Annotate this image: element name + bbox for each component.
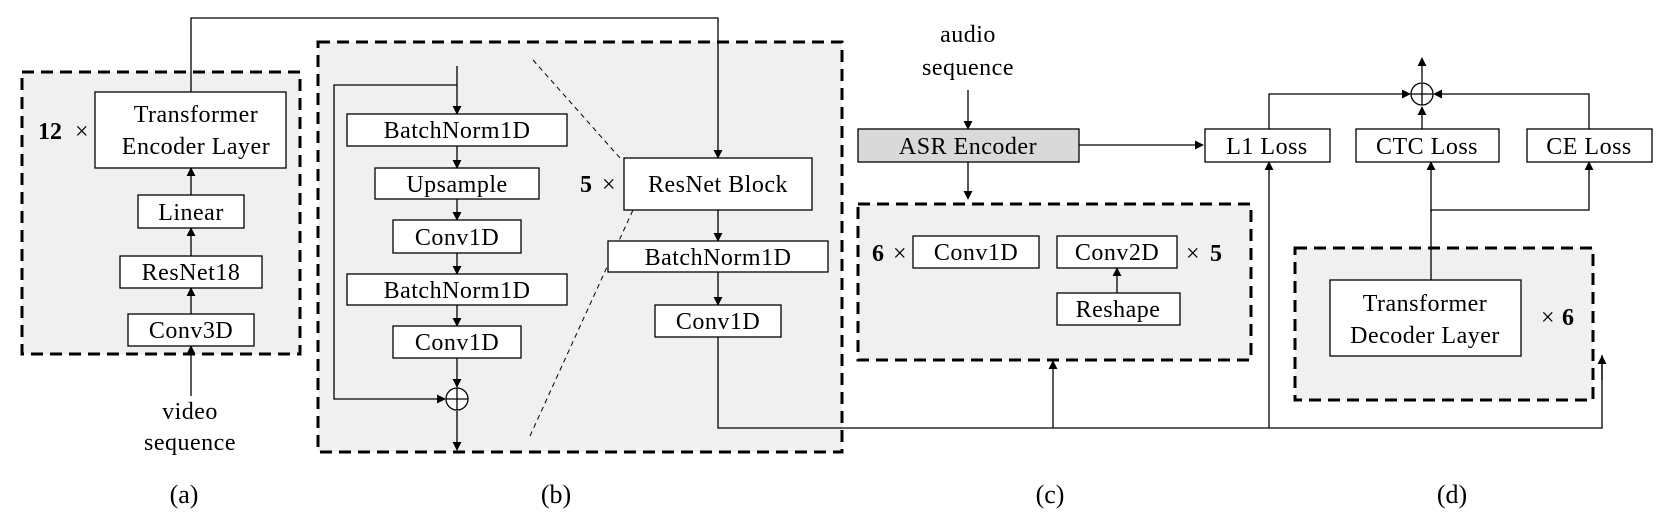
transformer-decoder-layer-box <box>1329 279 1522 357</box>
conv1d-box-2 <box>392 325 522 359</box>
asr-encoder-box <box>857 128 1080 163</box>
loss-sum-icon <box>1410 82 1434 106</box>
upsample-box <box>374 167 540 200</box>
ctc-loss-box <box>1355 128 1500 163</box>
panel-c-conv1d-box <box>912 235 1040 269</box>
batchnorm1d-box-1 <box>346 113 568 147</box>
arrow-ce-to-sum <box>1433 89 1590 129</box>
arrow-l1-to-sum <box>1268 89 1411 129</box>
video-input-label-line1: video <box>162 399 218 425</box>
asr-encoder-label: ASR Encoder <box>899 134 1037 160</box>
zoom-guide-top <box>532 59 621 159</box>
conv2d-label: Conv2D <box>1075 240 1159 266</box>
batchnorm1d-label-1: BatchNorm1D <box>384 118 531 144</box>
conv3d-box <box>127 313 255 347</box>
conv1d-repeat-count: 6 <box>872 241 884 267</box>
conv1d-label-1: Conv1D <box>415 225 499 251</box>
conv2d-box <box>1056 235 1178 269</box>
arrow-split-to-ce <box>1431 161 1594 211</box>
l1-loss-label: L1 Loss <box>1226 134 1308 160</box>
conv3d-label: Conv3D <box>149 318 233 344</box>
caption-b: (b) <box>541 480 571 509</box>
video-input-label-line2: sequence <box>144 430 236 456</box>
caption-d: (d) <box>1437 480 1467 509</box>
caption-a: (a) <box>170 480 199 509</box>
batchnorm1d-box-3 <box>607 240 829 273</box>
l1-loss-box <box>1204 128 1331 163</box>
visual-feature-bus <box>717 337 1603 429</box>
skip-connection <box>333 84 457 404</box>
resnet18-box <box>119 255 263 289</box>
transformer-encoder-layer-box <box>94 91 287 169</box>
decoder-repeat-count: 6 <box>1562 305 1574 331</box>
conv1d-times-sign: × <box>893 241 907 267</box>
linear-box <box>137 194 245 229</box>
conv1d-box-1 <box>392 219 522 254</box>
batchnorm1d-box-2 <box>346 273 568 306</box>
ce-loss-label: CE Loss <box>1546 134 1632 160</box>
transformer-encoder-times-sign: × <box>75 119 89 145</box>
resnet-block-repeat-count: 5 <box>580 172 592 198</box>
ctc-loss-label: CTC Loss <box>1376 134 1478 160</box>
audio-input-label-line1: audio <box>940 22 996 48</box>
transformer-decoder-label-line2: Decoder Layer <box>1350 323 1500 349</box>
reshape-box <box>1056 292 1181 326</box>
conv2d-times-sign: × <box>1186 241 1200 267</box>
resnet-block-label: ResNet Block <box>648 172 788 198</box>
panel-c-conv1d-label: Conv1D <box>934 240 1018 266</box>
linear-label: Linear <box>158 200 224 226</box>
transformer-encoder-repeat-count: 12 <box>38 119 62 145</box>
conv1d-label-2: Conv1D <box>415 330 499 356</box>
transformer-encoder-label-line2: Encoder Layer <box>122 134 270 160</box>
upsample-label: Upsample <box>406 172 507 198</box>
resnet18-label: ResNet18 <box>142 260 241 286</box>
panel-c-frame <box>856 202 1253 362</box>
audio-input-label-line2: sequence <box>922 55 1014 81</box>
conv1d-label-3: Conv1D <box>676 309 760 335</box>
resnet-block-box <box>623 157 813 211</box>
caption-c: (c) <box>1036 480 1065 509</box>
transformer-encoder-label-line1: Transformer <box>134 102 259 128</box>
batchnorm1d-label-2: BatchNorm1D <box>384 278 531 304</box>
reshape-label: Reshape <box>1076 297 1161 323</box>
residual-add-icon <box>445 387 469 411</box>
arrow-transformer-to-resnet-block <box>190 17 723 159</box>
ce-loss-box <box>1526 128 1653 163</box>
decoder-times-sign: × <box>1541 305 1555 331</box>
transformer-decoder-label-line1: Transformer <box>1363 291 1488 317</box>
batchnorm1d-label-3: BatchNorm1D <box>645 245 792 271</box>
conv1d-box-3 <box>654 304 782 338</box>
resnet-block-times-sign: × <box>602 172 616 198</box>
conv2d-repeat-count: 5 <box>1210 241 1222 267</box>
